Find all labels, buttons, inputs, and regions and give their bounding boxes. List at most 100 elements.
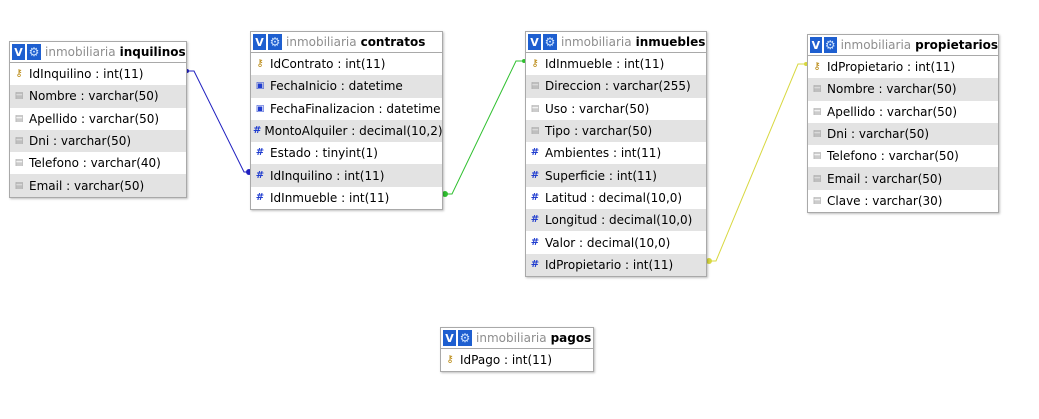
column-row[interactable]: # Longitud : decimal(10,0): [526, 209, 706, 232]
gear-icon[interactable]: ⚙: [268, 34, 282, 50]
column-icon: ▤: [14, 91, 24, 102]
column-label: Dni : varchar(50): [827, 127, 930, 142]
column-row[interactable]: ⚷IdInmueble : int(11): [526, 53, 706, 75]
gear-icon[interactable]: ⚙: [823, 37, 837, 53]
column-row[interactable]: #MontoAlquiler : decimal(10,2): [251, 119, 443, 143]
relation-contratos-inmuebles: [443, 60, 525, 195]
column-row[interactable]: ▤Clave : varchar(30): [808, 190, 998, 212]
column-icon: ▤: [14, 158, 24, 169]
column-label: IdInquilino : int(11): [270, 168, 385, 183]
column-label: IdInquilino : int(11): [29, 67, 144, 82]
column-label: Longitud : decimal(10,0): [545, 213, 693, 228]
number-icon: #: [530, 258, 540, 270]
column-row[interactable]: ▣ FechaFinalizacion : datetime: [251, 98, 442, 120]
toggle-icon[interactable]: V: [253, 34, 266, 50]
relation-end-contratos-inmueble: [442, 191, 448, 197]
column-row[interactable]: ▤ Dni : varchar(50): [808, 122, 998, 146]
column-row[interactable]: ▤Tipo : varchar(50): [526, 119, 706, 143]
column-row[interactable]: ⚷IdPropietario : int(11): [808, 56, 998, 78]
database-name: inmobiliaria: [45, 45, 116, 59]
column-row[interactable]: ⚷IdContrato : int(11): [251, 53, 442, 75]
gear-icon[interactable]: ⚙: [543, 34, 557, 50]
column-row[interactable]: # IdInmueble : int(11): [251, 187, 442, 209]
column-icon: ▤: [812, 151, 822, 162]
relation-end-inmuebles-propietario: [706, 258, 712, 264]
column-row[interactable]: #Latitud : decimal(10,0): [526, 187, 706, 209]
column-label: Ambientes : int(11): [545, 146, 662, 161]
column-icon: ▤: [812, 106, 822, 117]
column-row[interactable]: ▣FechaInicio : datetime: [251, 75, 442, 98]
column-label: MontoAlquiler : decimal(10,2): [264, 124, 443, 139]
table-name: inmuebles: [635, 35, 706, 49]
column-row[interactable]: # IdInquilino : int(11): [251, 164, 442, 187]
number-icon: #: [255, 169, 265, 181]
number-icon: #: [255, 147, 265, 159]
column-row[interactable]: # Valor : decimal(10,0): [526, 231, 706, 253]
key-icon: ⚷: [256, 58, 264, 70]
toggle-icon[interactable]: V: [528, 34, 541, 50]
column-icon: ▤: [812, 84, 822, 95]
column-row[interactable]: #Superficie : int(11): [526, 164, 706, 187]
column-row[interactable]: ▤Telefono : varchar(50): [808, 145, 998, 167]
column-row[interactable]: # Ambientes : int(11): [526, 142, 706, 164]
date-icon: ▣: [255, 103, 265, 114]
column-label: IdInmueble : int(11): [270, 190, 390, 205]
column-label: FechaInicio : datetime: [270, 79, 403, 94]
number-icon: #: [530, 214, 540, 226]
column-label: Nombre : varchar(50): [827, 82, 957, 97]
column-row[interactable]: #IdPropietario : int(11): [526, 253, 706, 276]
toggle-icon[interactable]: V: [810, 37, 822, 53]
number-icon: #: [530, 236, 540, 248]
key-icon: ⚷: [813, 61, 821, 73]
column-label: Uso : varchar(50): [545, 101, 650, 116]
column-icon: ▤: [530, 103, 540, 114]
column-row[interactable]: ▤Dni : varchar(50): [10, 129, 186, 153]
column-icon: ▤: [812, 129, 822, 140]
column-row[interactable]: ▤Direccion : varchar(255): [526, 75, 706, 98]
key-icon: ⚷: [15, 68, 23, 80]
toggle-icon[interactable]: V: [12, 44, 25, 60]
column-row[interactable]: ▤Apellido : varchar(50): [10, 108, 186, 130]
column-row[interactable]: ▤ Uso : varchar(50): [526, 98, 706, 120]
column-row[interactable]: ▤Nombre : varchar(50): [10, 85, 186, 108]
column-label: Apellido : varchar(50): [827, 104, 958, 119]
database-name: inmobiliaria: [561, 35, 632, 49]
database-name: inmobiliaria: [476, 331, 547, 345]
gear-icon[interactable]: ⚙: [27, 44, 41, 60]
column-icon: ▤: [14, 136, 24, 147]
column-row[interactable]: ▤Email : varchar(50): [808, 167, 998, 190]
column-row[interactable]: ⚷ IdInquilino : int(11): [10, 63, 186, 85]
column-row[interactable]: #Estado : tinyint(1): [251, 142, 442, 164]
table-name: pagos: [550, 331, 592, 345]
number-icon: #: [530, 147, 540, 159]
column-row[interactable]: ▤Email : varchar(50): [10, 174, 186, 197]
column-icon: ▤: [530, 126, 540, 137]
number-icon: #: [255, 191, 265, 203]
column-label: Email : varchar(50): [29, 178, 145, 193]
column-label: Email : varchar(50): [827, 171, 943, 186]
column-row[interactable]: ▤Telefono : varchar(40): [10, 152, 186, 174]
column-label: FechaFinalizacion : datetime: [270, 101, 441, 116]
table-name: inquilinos: [119, 45, 186, 59]
database-name: inmobiliaria: [286, 35, 357, 49]
column-row[interactable]: ▤ Apellido : varchar(50): [808, 101, 998, 123]
toggle-icon[interactable]: V: [443, 330, 456, 346]
column-icon: ▤: [812, 195, 822, 206]
column-row[interactable]: ⚷IdPago : int(11): [441, 349, 593, 371]
column-label: Latitud : decimal(10,0): [545, 190, 683, 205]
key-icon: ⚷: [531, 58, 539, 70]
column-label: Valor : decimal(10,0): [545, 235, 671, 250]
gear-icon[interactable]: ⚙: [458, 330, 472, 346]
column-row[interactable]: ▤ Nombre : varchar(50): [808, 78, 998, 101]
